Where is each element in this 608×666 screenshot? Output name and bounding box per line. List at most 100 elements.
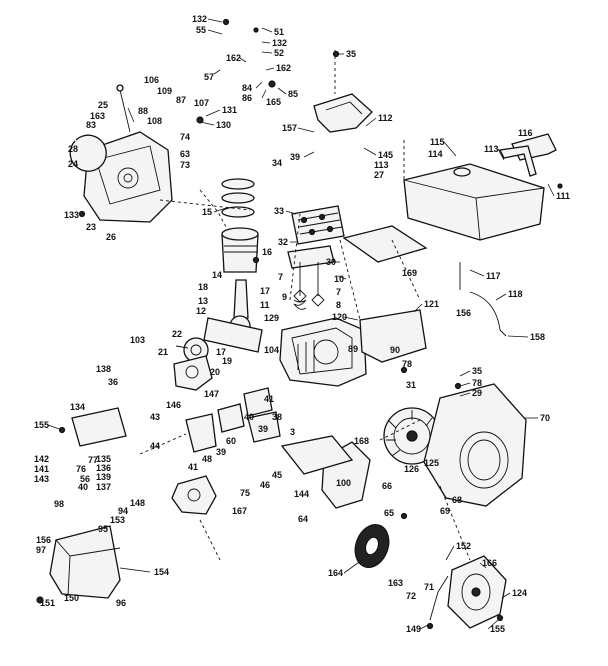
callout-43: 43 <box>150 412 160 422</box>
callout-44: 44 <box>150 441 160 451</box>
callout-69: 69 <box>440 506 450 516</box>
callout-133: 133 <box>64 210 79 220</box>
callout-51: 51 <box>274 27 284 37</box>
callout-138: 138 <box>96 364 111 374</box>
callout-87: 87 <box>176 95 186 105</box>
callout-39: 39 <box>258 424 268 434</box>
dipstick-part <box>116 84 131 133</box>
callout-114: 114 <box>428 149 443 159</box>
callout-10: 10 <box>334 274 344 284</box>
callout-120: 120 <box>332 312 347 322</box>
callout-129: 129 <box>264 313 279 323</box>
callout-36: 36 <box>108 377 118 387</box>
callout-46: 46 <box>260 480 270 490</box>
callout-41: 41 <box>264 394 274 404</box>
recoil-starter-part <box>447 555 507 629</box>
callout-41: 41 <box>188 462 198 472</box>
callout-106: 106 <box>144 75 159 85</box>
callout-17: 17 <box>216 347 226 357</box>
callout-31: 31 <box>406 380 416 390</box>
callout-113: 113 <box>484 144 499 154</box>
callout-73: 73 <box>180 160 190 170</box>
wheel-part <box>354 524 390 568</box>
callout-108: 108 <box>147 116 162 126</box>
piston-part <box>221 227 259 273</box>
callout-78: 78 <box>472 378 482 388</box>
heat-shield-part <box>342 225 428 263</box>
callout-76: 76 <box>76 464 86 474</box>
callout-33: 33 <box>274 206 284 216</box>
callout-63: 63 <box>180 149 190 159</box>
callout-85: 85 <box>288 89 298 99</box>
callout-165: 165 <box>266 97 281 107</box>
breaker-parts <box>185 387 281 453</box>
callout-78: 78 <box>402 359 412 369</box>
callout-142: 142 <box>34 454 49 464</box>
callout-149: 149 <box>406 624 421 634</box>
callout-38: 38 <box>272 412 282 422</box>
callout-150: 150 <box>64 593 79 603</box>
callout-156: 156 <box>456 308 471 318</box>
carburetor-part <box>171 475 217 515</box>
callout-132: 132 <box>192 14 207 24</box>
callout-117: 117 <box>486 271 501 281</box>
callout-70: 70 <box>540 413 550 423</box>
callout-124: 124 <box>512 588 527 598</box>
callout-7: 7 <box>278 272 283 282</box>
callout-163: 163 <box>90 111 105 121</box>
callout-137: 137 <box>96 482 111 492</box>
cam-gear-part <box>173 355 213 391</box>
callout-75: 75 <box>240 488 250 498</box>
callout-labels: 132 55 51 132 52 35 162 162 57 84 86 165… <box>34 14 570 634</box>
callout-83: 83 <box>86 120 96 130</box>
callout-96: 96 <box>116 598 126 608</box>
cylinder-head-part <box>291 205 345 245</box>
callout-19: 19 <box>222 356 232 366</box>
callout-29: 29 <box>472 388 482 398</box>
callout-21: 21 <box>158 347 168 357</box>
callout-71: 71 <box>424 582 434 592</box>
callout-139: 139 <box>96 472 111 482</box>
callout-109: 109 <box>157 86 172 96</box>
callout-16: 16 <box>262 247 272 257</box>
callout-125: 125 <box>424 458 439 468</box>
callout-89: 89 <box>348 344 358 354</box>
callout-35: 35 <box>346 49 356 59</box>
callout-3: 3 <box>290 427 295 437</box>
handle-116-part <box>499 145 537 177</box>
callout-116: 116 <box>518 128 533 138</box>
callout-104: 104 <box>264 345 279 355</box>
callout-13: 13 <box>198 296 208 306</box>
callout-56: 56 <box>80 474 90 484</box>
callout-131: 131 <box>222 105 237 115</box>
callout-118: 118 <box>508 289 523 299</box>
valves-part <box>293 262 325 310</box>
callout-103: 103 <box>130 335 145 345</box>
callout-25: 25 <box>98 100 108 110</box>
bracket-134-part <box>71 407 127 447</box>
callout-112: 112 <box>378 113 393 123</box>
callout-154: 154 <box>154 567 169 577</box>
callout-168: 168 <box>354 436 369 446</box>
assembly-guide-lines <box>139 140 471 561</box>
callout-98: 98 <box>54 499 64 509</box>
callout-152: 152 <box>456 541 471 551</box>
callout-65: 65 <box>384 508 394 518</box>
callout-40: 40 <box>244 412 254 422</box>
callout-156: 156 <box>36 535 51 545</box>
piston-rings-part <box>199 178 255 239</box>
callout-141: 141 <box>34 464 49 474</box>
callout-9: 9 <box>282 292 287 302</box>
hardware-fasteners <box>36 18 563 630</box>
fuel-line-part <box>459 262 507 337</box>
callout-148: 148 <box>130 498 145 508</box>
callout-147: 147 <box>204 389 219 399</box>
callout-14: 14 <box>212 270 222 280</box>
callout-39: 39 <box>290 152 300 162</box>
callout-166: 166 <box>482 558 497 568</box>
muffler-part <box>49 525 121 599</box>
callout-100: 100 <box>336 478 351 488</box>
fuel-tank-part <box>403 163 545 241</box>
base-plate-part <box>280 435 354 475</box>
